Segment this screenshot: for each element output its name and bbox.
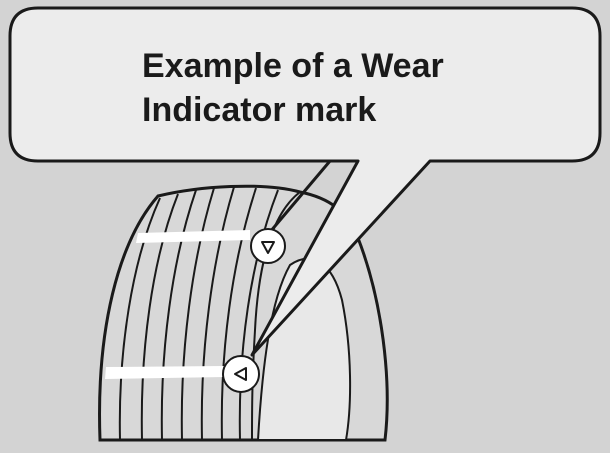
callout-label-line-2: Indicator mark (142, 91, 377, 129)
wear-indicator-triangle-icon (234, 367, 247, 381)
tire-shoulder-edge (251, 191, 301, 441)
wear-indicator-marker-upper (250, 228, 286, 264)
callout-label: Example of a Wear Indicator mark (142, 44, 562, 132)
wear-indicator-band-upper (136, 230, 250, 243)
wear-indicator-marker-lower (222, 355, 260, 393)
callout-bubble (8, 6, 602, 357)
callout-leader-upper (268, 160, 332, 233)
wear-indicator-band-lower (105, 366, 224, 379)
tread-grooves (118, 186, 279, 441)
callout-label-line-1: Example of a Wear (142, 47, 444, 85)
wear-indicator-triangle-icon (261, 241, 275, 254)
